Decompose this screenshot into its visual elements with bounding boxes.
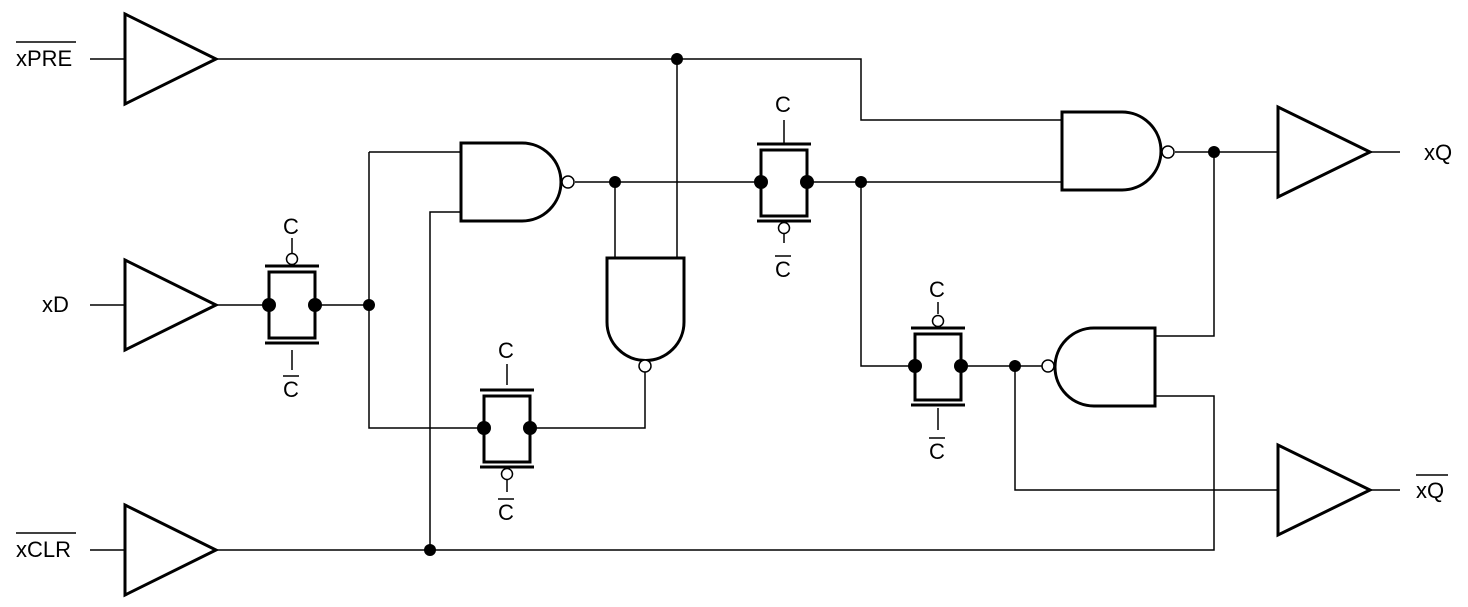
- buffer-pre: [123, 11, 220, 107]
- nand-master-2: [605, 256, 686, 362]
- buffer-qbar: [1276, 442, 1374, 538]
- label-xd: xD: [42, 292, 69, 317]
- transmission-gate-1: [265, 252, 319, 345]
- label-xclr: xCLR: [16, 537, 71, 562]
- wire-pre: [90, 58, 1062, 121]
- transmission-gate-2: [480, 388, 534, 481]
- wire-clr: [90, 395, 1215, 551]
- nand-master-1-bubble: [561, 175, 575, 189]
- tg2-label-cbar: C: [498, 500, 514, 525]
- nand-slave-2-bubble: [1041, 359, 1055, 373]
- wire-master-node: [368, 151, 484, 429]
- buffer-d: [123, 257, 220, 353]
- buffer-clr: [123, 502, 220, 598]
- wire-clr-up: [429, 211, 461, 550]
- label-xqbar: xQ: [1416, 478, 1444, 503]
- tg2-label-c: C: [498, 338, 514, 363]
- label-xq: xQ: [1424, 140, 1452, 165]
- wire-nand2-out: [530, 372, 646, 429]
- tg4-label-cbar: C: [929, 439, 945, 464]
- tg4-label-c: C: [929, 277, 945, 302]
- nand-master-1: [459, 141, 563, 223]
- wire-tg3-drop: [860, 182, 915, 367]
- junction-dots: [262, 53, 1220, 556]
- tg1-label-cbar: C: [283, 377, 299, 402]
- tg3-label-cbar: C: [775, 257, 791, 282]
- wire-qbar-branch: [1014, 366, 1278, 491]
- buffer-q: [1276, 104, 1374, 200]
- label-xpre: xPRE: [16, 46, 72, 71]
- nand-slave-1: [1060, 110, 1163, 192]
- nand-slave-2: [1053, 326, 1157, 408]
- nand-slave-1-bubble: [1161, 145, 1175, 159]
- wires: [90, 58, 1400, 551]
- wire-q-feedback: [1155, 152, 1215, 337]
- transmission-gate-3: [757, 142, 811, 235]
- nand-master-2-bubble: [638, 359, 652, 373]
- transmission-gate-4: [911, 314, 965, 407]
- tg3-label-c: C: [775, 92, 791, 117]
- tg1-label-c: C: [283, 214, 299, 239]
